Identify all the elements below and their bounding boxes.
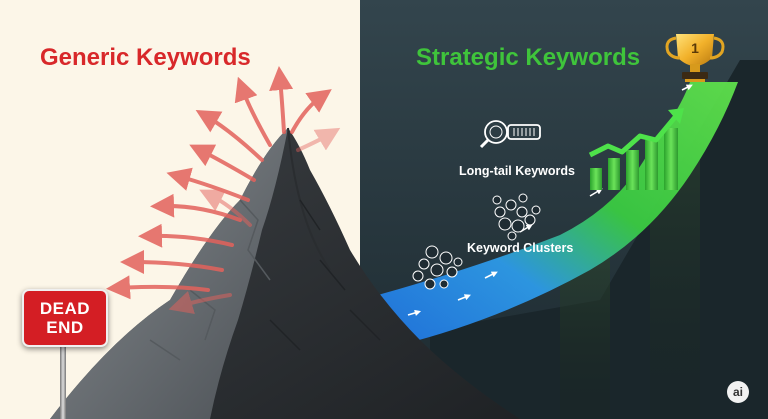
bar-chart-icon — [588, 108, 684, 190]
generic-keywords-title: Generic Keywords — [40, 44, 251, 71]
red-arrow-icon — [106, 66, 341, 315]
ai-badge: ai — [727, 381, 749, 403]
long-tail-keywords-label: Long-tail Keywords — [459, 164, 575, 178]
bubble-cluster-icon-2 — [412, 245, 463, 290]
magnifier-icon — [479, 120, 541, 149]
trophy-number: 1 — [691, 40, 699, 56]
sign-text-line2: END — [46, 318, 84, 337]
trophy-icon — [665, 34, 725, 82]
sign-text-line1: DEAD — [39, 299, 91, 318]
sign-pole — [60, 343, 66, 419]
mountain-icon — [50, 127, 520, 419]
strategic-path — [360, 82, 738, 350]
strategic-keywords-title: Strategic Keywords — [416, 44, 641, 71]
bubble-cluster-icon — [492, 193, 541, 241]
dead-end-sign-icon: DEAD END — [22, 289, 108, 347]
keyword-clusters-label: Keyword Clusters — [467, 241, 574, 255]
